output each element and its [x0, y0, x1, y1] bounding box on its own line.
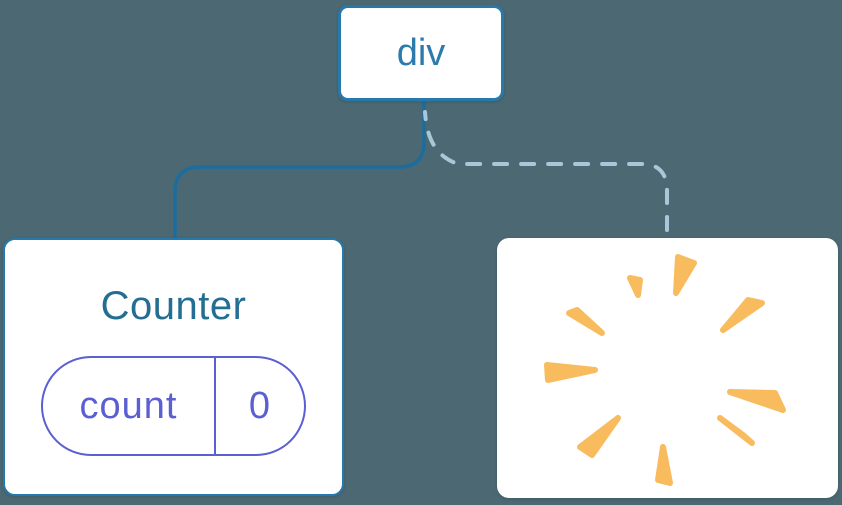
connector-dashed-edge: [423, 110, 669, 239]
poof-ray: [727, 389, 786, 413]
poof-ray: [673, 254, 697, 296]
poof-ray: [627, 275, 643, 298]
state-pill: count 0: [41, 356, 306, 456]
connector-solid-edge: [173, 102, 426, 238]
state-value: 0: [248, 384, 272, 427]
node-removed: [497, 238, 838, 498]
state-key: count: [43, 358, 216, 454]
node-counter: Counter count 0: [3, 238, 344, 496]
poof-ray: [566, 307, 605, 336]
poof-ray: [717, 415, 755, 446]
poof-ray: [655, 444, 673, 486]
node-div-label: div: [396, 31, 446, 74]
counter-title: Counter: [100, 284, 247, 328]
node-div: div: [338, 5, 504, 101]
poof-ray: [720, 297, 765, 333]
poof-ray: [544, 362, 598, 383]
poof-ray: [577, 415, 621, 458]
poof-icon: [544, 254, 786, 486]
